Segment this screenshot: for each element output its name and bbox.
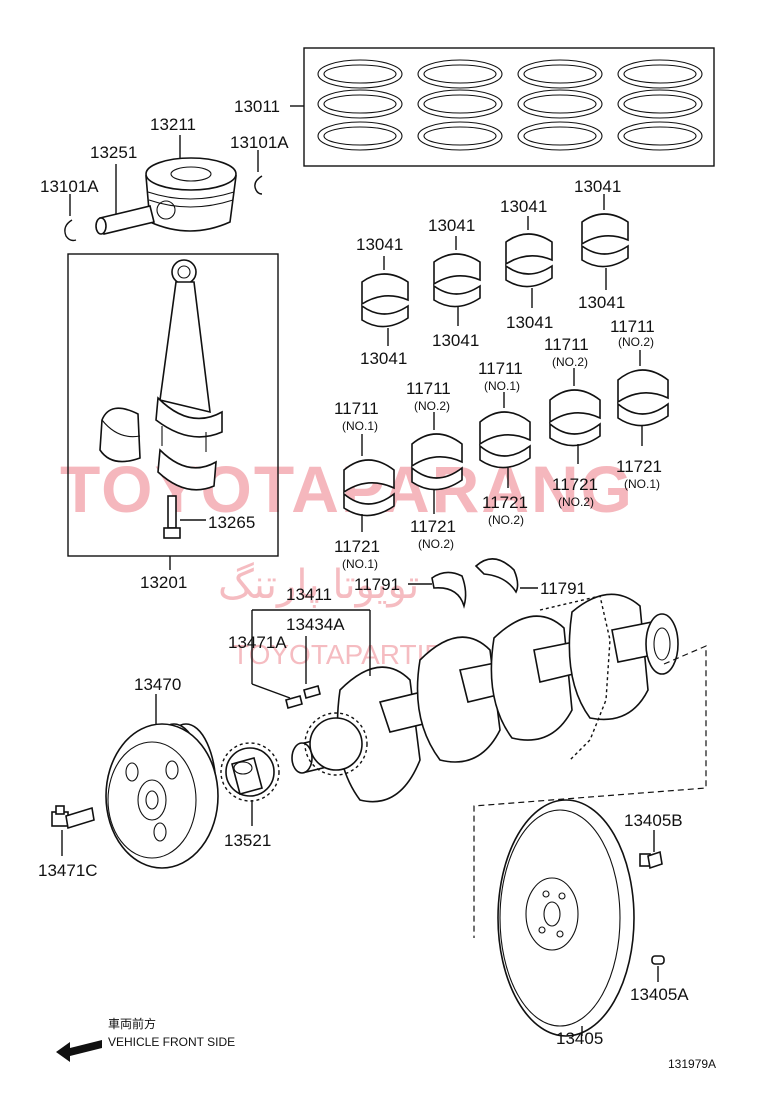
piston[interactable] — [145, 157, 237, 232]
sublabel-no2-d: (NO.2) — [418, 537, 454, 551]
watermark-persian: تویوتا پارتنگ — [218, 562, 419, 608]
direction-japanese: 車両前方 — [108, 1016, 156, 1031]
flywheel-pin[interactable] — [651, 955, 665, 965]
crank-gear[interactable] — [304, 712, 368, 776]
snap-ring-right[interactable] — [254, 175, 263, 195]
label-13521: 13521 — [224, 831, 271, 850]
label-13041-e: 13041 — [500, 197, 547, 216]
label-11711-e: 11711 — [610, 317, 655, 336]
label-11711-d: 11711 — [544, 335, 589, 354]
label-13405b: 13405B — [624, 811, 683, 830]
sublabel-no1-j: (NO.1) — [624, 477, 660, 491]
flywheel[interactable] — [497, 799, 635, 1037]
label-13470: 13470 — [134, 675, 181, 694]
connecting-rod-box — [67, 253, 279, 557]
crank-pulley[interactable] — [105, 723, 219, 869]
rod-bearing-2[interactable] — [433, 253, 481, 308]
sublabel-no2-h: (NO.2) — [558, 495, 594, 509]
sublabel-no2-e: (NO.2) — [488, 513, 524, 527]
crankshaft[interactable] — [291, 593, 679, 803]
label-13434a: 13434A — [286, 615, 345, 634]
label-11711-b: 11711 — [406, 379, 451, 398]
sublabel-no1-f: (NO.1) — [484, 379, 520, 393]
diagram-code: 131979A — [668, 1057, 716, 1071]
thrust-washer-right[interactable] — [474, 558, 519, 594]
sublabel-no2-g: (NO.2) — [552, 355, 588, 369]
label-11711-c: 11711 — [478, 359, 523, 378]
connecting-rod-bolt[interactable] — [163, 495, 181, 539]
label-11721-a: 11721 — [334, 537, 380, 556]
label-11721-b: 11721 — [410, 517, 456, 536]
label-13471a: 13471A — [228, 633, 287, 652]
label-13011: 13011 — [234, 97, 280, 116]
flywheel-leader-dashed — [473, 645, 707, 938]
flywheel-bolt[interactable] — [639, 850, 663, 870]
crank-sprocket[interactable] — [220, 742, 280, 802]
sublabel-no2-i: (NO.2) — [618, 335, 654, 349]
connecting-rod[interactable] — [155, 259, 223, 491]
snap-ring-left[interactable] — [64, 219, 77, 242]
label-13041-g: 13041 — [574, 177, 621, 196]
rod-bearing-3[interactable] — [505, 233, 553, 288]
label-13405: 13405 — [556, 1029, 603, 1048]
label-13041-h: 13041 — [578, 293, 625, 312]
label-11721-d: 11721 — [552, 475, 598, 494]
pulley-bolt[interactable] — [51, 805, 95, 830]
label-11791-left: 11791 — [354, 575, 400, 594]
sublabel-no1-a: (NO.1) — [342, 419, 378, 433]
label-13411: 13411 — [286, 585, 332, 604]
label-13201: 13201 — [140, 573, 187, 592]
sublabel-no1-c: (NO.1) — [342, 557, 378, 571]
label-11721-c: 11721 — [482, 493, 528, 512]
main-bearing-4[interactable] — [549, 389, 601, 447]
crank-keys[interactable] — [285, 685, 321, 709]
label-11721-e: 11721 — [616, 457, 662, 476]
label-13211: 13211 — [150, 115, 196, 134]
watermark-url: TOYOTAPARTIR — [232, 639, 445, 670]
main-bearing-5[interactable] — [617, 369, 669, 427]
rod-bearing-1[interactable] — [361, 273, 409, 328]
rod-bearing-4[interactable] — [581, 213, 629, 268]
main-bearing-1[interactable] — [343, 459, 395, 517]
label-13251: 13251 — [90, 143, 137, 162]
front-direction-arrow-icon — [56, 1040, 102, 1062]
label-13101a-right: 13101A — [230, 133, 289, 152]
label-13471c: 13471C — [38, 861, 98, 880]
main-bearing-3[interactable] — [479, 411, 531, 469]
direction-english: VEHICLE FRONT SIDE — [108, 1035, 235, 1049]
label-11791-right: 11791 — [540, 579, 586, 598]
connecting-rod-bearing[interactable] — [99, 407, 141, 463]
piston-pin[interactable] — [95, 205, 155, 235]
label-13265: 13265 — [208, 513, 255, 532]
label-13041-b: 13041 — [360, 349, 407, 368]
label-13101a-left: 13101A — [40, 177, 99, 196]
label-13041-d: 13041 — [432, 331, 479, 350]
piston-ring-set[interactable] — [303, 47, 715, 167]
label-13041-a: 13041 — [356, 235, 403, 254]
label-13041-c: 13041 — [428, 216, 475, 235]
thrust-washer-left[interactable] — [431, 571, 467, 609]
sublabel-no2-b: (NO.2) — [414, 399, 450, 413]
label-13041-f: 13041 — [506, 313, 553, 332]
label-11711-a: 11711 — [334, 399, 379, 418]
main-bearing-2[interactable] — [411, 433, 463, 491]
label-13405a: 13405A — [630, 985, 689, 1004]
